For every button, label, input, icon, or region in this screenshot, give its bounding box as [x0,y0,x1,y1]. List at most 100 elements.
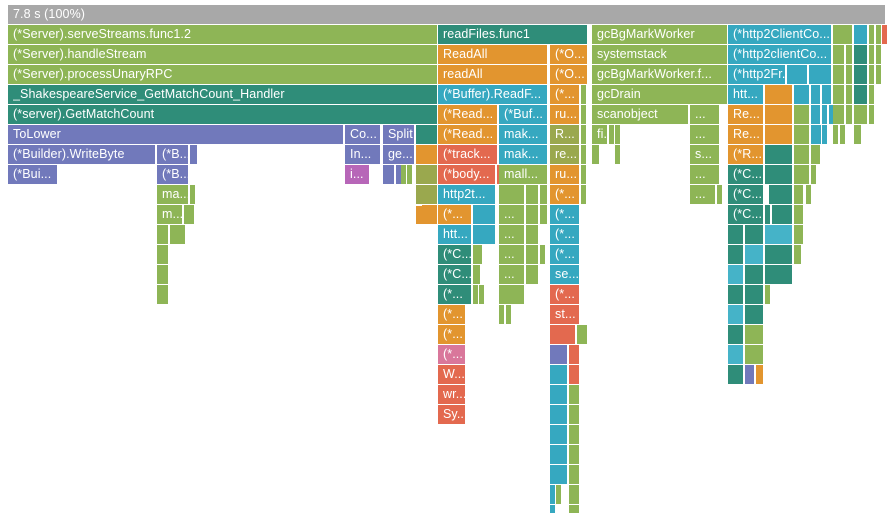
frame-misc[interactable] [822,105,828,125]
frame-gc-bg-mark-worker-func[interactable]: gcBgMarkWorker.f... [592,65,728,85]
frame-misc[interactable] [473,265,481,285]
frame-misc[interactable] [569,425,580,445]
frame-misc[interactable] [728,305,744,325]
frame-misc[interactable] [809,65,832,85]
frame-findobject[interactable]: fi... [592,125,608,145]
frame-misc[interactable] [157,265,169,285]
frame-misc[interactable] [526,205,539,225]
frame-scan-sub-4[interactable]: ... [690,165,720,185]
frame-misc[interactable] [840,125,846,145]
frame-syscall-1[interactable]: (*... [550,285,580,305]
frame-misc[interactable] [794,125,810,145]
frame-misc[interactable] [157,245,169,265]
frame-http-read[interactable]: htt... [438,225,472,245]
frame-misc[interactable] [854,125,862,145]
frame-builder-writebyte[interactable]: (*Builder).WriteByte [8,145,156,165]
frame-misc[interactable] [157,285,169,305]
frame-misc[interactable] [854,65,868,85]
frame-misc[interactable] [846,105,853,125]
frame-tracking-reader[interactable]: (*track... [438,145,498,165]
frame-misc[interactable] [854,85,868,105]
frame-misc[interactable] [506,305,512,325]
frame-misc[interactable] [526,185,539,205]
frame-handle-stream[interactable]: (*Server).handleStream [8,45,438,65]
frame-misc[interactable] [581,85,587,105]
frame-misc[interactable] [745,365,755,385]
frame-serve-streams[interactable]: (*Server).serveStreams.func1.2 [8,25,438,45]
frame-buffer[interactable]: (*Buf... [499,105,548,125]
frame-misc[interactable] [728,365,744,385]
frame-misc[interactable] [765,205,771,225]
frame-misc[interactable] [569,365,580,385]
frame-misc[interactable] [765,85,793,105]
frame-misc[interactable] [615,145,621,165]
frame-body-reader[interactable]: (*body... [438,165,496,185]
frame-makeslice-2[interactable]: mak... [499,145,548,165]
frame-misc[interactable] [745,305,764,325]
frame-scan-sub-3[interactable]: s... [690,145,720,165]
frame-gc-drain[interactable]: gcDrain [592,85,728,105]
frame-misc[interactable] [811,145,821,165]
frame-misc[interactable] [569,485,580,505]
frame-client-conn-2[interactable]: (*C... [438,265,472,285]
frame-misc[interactable] [787,65,808,85]
frame-gc-bg-mark-worker[interactable]: gcBgMarkWorker [592,25,728,45]
frame-misc[interactable] [876,45,882,65]
frame-misc[interactable] [556,485,562,505]
frame-stream-write[interactable]: st... [550,305,580,325]
frame-misc[interactable] [728,285,744,305]
frame-runtime-4[interactable]: ru... [550,165,580,185]
frame-misc[interactable]: ... [499,225,525,245]
frame-misc[interactable] [615,125,621,145]
frame-misc[interactable] [407,165,413,185]
frame-misc[interactable] [794,185,804,205]
frame-makeslice[interactable]: mak... [499,125,548,145]
frame-misc[interactable] [416,145,438,165]
frame-misc[interactable] [190,185,196,205]
frame-reader-3[interactable]: (*R... [728,145,764,165]
frame-conn-read-3[interactable]: (*... [550,245,580,265]
frame-misc[interactable] [765,245,793,265]
frame-misc[interactable] [526,225,539,245]
frame-reader[interactable]: (*Read... [438,105,498,125]
frame-misc[interactable] [745,225,764,245]
frame-shakespeare-handler[interactable]: _ShakespeareService_GetMatchCount_Handle… [8,85,438,105]
frame-os-file-2[interactable]: (*O... [550,65,588,85]
frame-mallocgc-left-label[interactable]: ma... [157,185,189,205]
frame-misc[interactable] [794,245,802,265]
frame-misc[interactable] [180,225,186,245]
frame-misc[interactable] [550,485,556,505]
frame-misc[interactable] [876,65,882,85]
frame-misc[interactable] [765,265,793,285]
frame-misc[interactable] [833,85,845,105]
frame-index[interactable]: In... [345,145,381,165]
frame-read-all[interactable]: ReadAll [438,45,548,65]
frame-misc[interactable] [473,205,496,225]
frame-misc[interactable] [765,225,793,245]
frame-misc[interactable] [717,185,723,205]
frame-conn-read[interactable]: (*... [550,205,580,225]
frame-misc[interactable] [833,45,845,65]
frame-misc[interactable] [569,385,580,405]
frame-misc[interactable] [609,125,615,145]
frame-runtime-2[interactable]: R... [550,125,580,145]
frame-conn-read-2[interactable]: (*... [550,225,580,245]
frame-split[interactable]: Split [383,125,415,145]
frame-misc[interactable] [794,145,810,165]
frame-misc[interactable] [383,165,395,185]
frame-misc[interactable] [526,245,539,265]
frame-genSplit[interactable]: ge... [383,145,415,165]
frame-tolower[interactable]: ToLower [8,125,344,145]
frame-conn-1[interactable]: (*C... [728,165,764,185]
frame-scan-sub-5[interactable]: ... [690,185,716,205]
frame-misc[interactable] [550,345,568,365]
frame-misc[interactable] [846,85,853,105]
frame-misc[interactable] [479,285,485,305]
frame-builder-4[interactable]: (*B... [157,165,189,185]
frame-runtime-5[interactable]: (*... [550,185,580,205]
frame-misc[interactable] [854,105,868,125]
frame-misc[interactable] [581,125,587,145]
frame-misc[interactable] [811,165,817,185]
frame-misc[interactable] [550,365,568,385]
frame-misc[interactable] [833,105,845,125]
